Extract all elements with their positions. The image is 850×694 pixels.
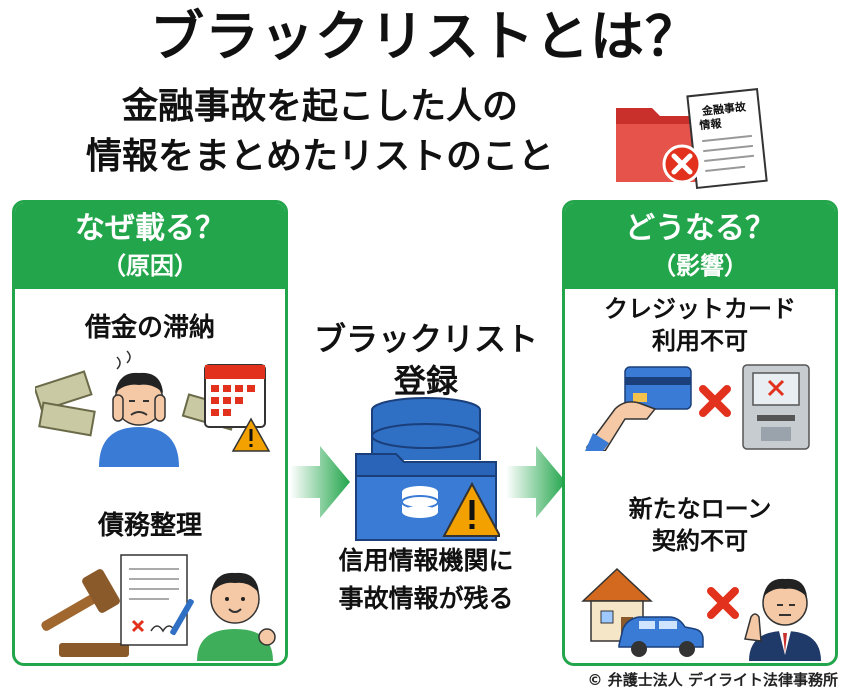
cross-icon [699, 385, 731, 417]
center-desc-line-1: 信用情報機関に [338, 546, 514, 575]
arrow-right-icon [506, 446, 566, 518]
hero-doc-text-1: 金融事故 [700, 99, 747, 118]
car-icon [618, 616, 704, 657]
impact-header-sub: （影響） [652, 252, 748, 280]
warning-icon [231, 417, 271, 452]
center-title-line-2: 登録 [393, 362, 458, 400]
center-desc-line-2: 事故情報が残る [338, 584, 514, 613]
debt-restructuring-illustration [41, 554, 276, 661]
gavel-icon [41, 569, 129, 657]
document-icon [120, 554, 194, 646]
item-debt-delinquency-label: 借金の滞納 [84, 313, 215, 343]
credit-card-icon [585, 366, 692, 451]
loan-illustration [581, 567, 821, 661]
hero-doc-text-2: 情報 [699, 116, 723, 132]
impact-header-main: どうなる？ [625, 211, 775, 246]
loan-label-line-1: 新たなローン [628, 495, 772, 523]
blacklist-description: 信用情報機関に 事故情報が残る [296, 542, 556, 618]
subtitle-line-1: 金融事故を起こした人の [121, 86, 518, 127]
businessman-icon [744, 578, 821, 661]
page-title: ブラックリストとは？ [150, 5, 700, 68]
cause-header-sub: （原因） [102, 252, 198, 280]
database-icon [371, 397, 481, 460]
warning-icon [442, 481, 500, 537]
folder-document-icon: 金融事故 情報 [616, 88, 768, 190]
cause-panel: なぜ載る？ （原因） 借金の滞納 [12, 200, 288, 666]
credit-card-label-line-1: クレジットカード [604, 295, 796, 323]
man-icon [197, 572, 276, 661]
stressed-man-icon [99, 350, 179, 467]
item-loan-label: 新たなローン 契約不可 [565, 493, 835, 557]
blacklist-registration-title: ブラックリスト 登録 [296, 318, 556, 402]
debt-delinquency-illustration [35, 350, 271, 467]
loan-label-line-2: 契約不可 [652, 527, 748, 555]
copyright-text: © 弁護士法人 デイライト法律事務所 [587, 671, 838, 689]
database-folder-icon [355, 397, 500, 541]
item-debt-restructuring-label: 債務整理 [97, 511, 202, 541]
subtitle: 金融事故を起こした人の 情報をまとめたリストのこと [40, 82, 600, 182]
impact-panel-header: どうなる？ （影響） [565, 203, 835, 289]
center-title-line-1: ブラックリスト [313, 320, 538, 358]
cause-header-main: なぜ載る？ [75, 211, 225, 246]
cross-icon [707, 587, 739, 619]
money-icon [35, 370, 239, 437]
impact-panel: どうなる？ （影響） クレジットカード 利用不可 新たなローン 契約不可 [562, 200, 838, 666]
item-credit-card-label: クレジットカード 利用不可 [565, 293, 835, 357]
cause-panel-header: なぜ載る？ （原因） [15, 203, 285, 289]
atm-icon [742, 364, 810, 450]
credit-card-illustration [585, 364, 810, 451]
arrow-right-icon [290, 446, 350, 518]
subtitle-line-2: 情報をまとめたリストのこと [85, 136, 554, 177]
calendar-icon [204, 364, 266, 428]
credit-card-label-line-2: 利用不可 [652, 327, 748, 355]
